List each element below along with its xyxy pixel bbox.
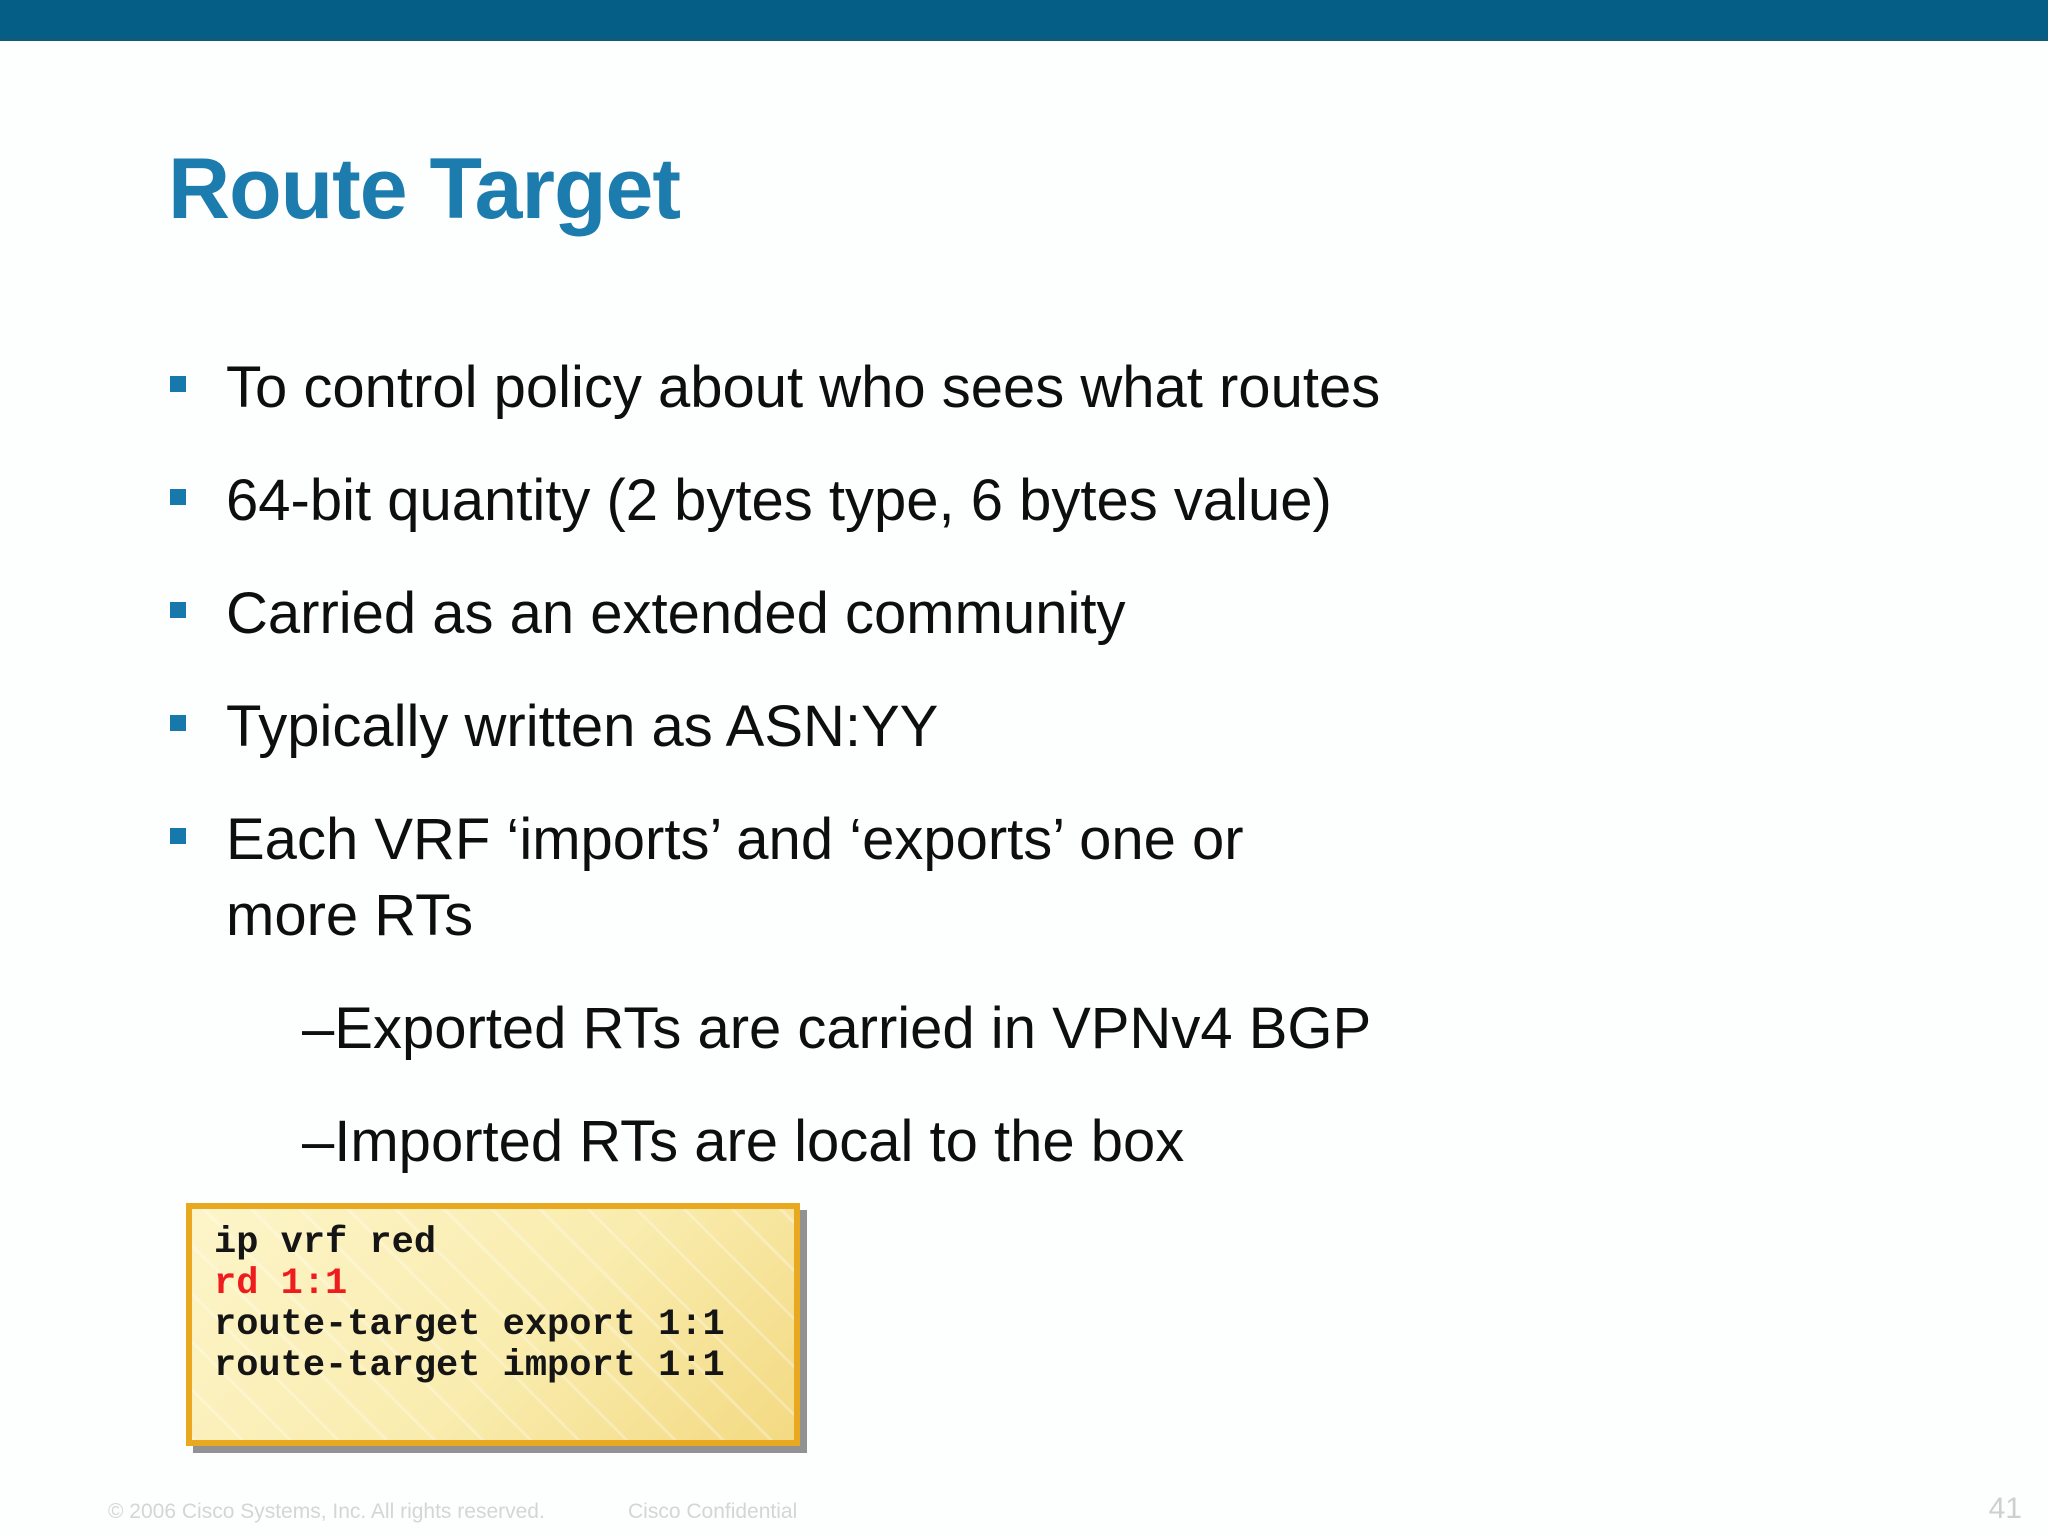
bullet-list: To control policy about who sees what ro…	[170, 350, 1670, 1217]
page-number: 41	[1988, 1492, 2022, 1525]
bullet-item: To control policy about who sees what ro…	[170, 350, 1670, 426]
bullet-item: 64-bit quantity (2 bytes type, 6 bytes v…	[170, 463, 1670, 539]
bullet-square-icon	[170, 715, 186, 731]
bullet-item: Each VRF ‘imports’ and ‘exports’ one or …	[170, 802, 1670, 954]
code-box: ip vrf red rd 1:1 route-target export 1:…	[186, 1203, 800, 1446]
footer-confidential-label: Cisco Confidential	[628, 1500, 798, 1523]
top-bar	[0, 0, 2048, 41]
bullet-square-icon	[170, 602, 186, 618]
bullet-text: Carried as an extended community	[226, 581, 1126, 646]
page-title: Route Target	[168, 141, 681, 237]
bullet-text: Typically written as ASN:YY	[226, 694, 939, 759]
code-line: ip vrf red	[214, 1222, 437, 1264]
code-line: route-target import 1:1	[214, 1345, 725, 1387]
bullet-text: To control policy about who sees what ro…	[226, 355, 1381, 420]
bullet-square-icon	[170, 489, 186, 505]
bullet-item: Carried as an extended community	[170, 576, 1670, 652]
bullet-text: Each VRF ‘imports’ and ‘exports’ one or …	[226, 807, 1244, 948]
bullet-text: 64-bit quantity (2 bytes type, 6 bytes v…	[226, 468, 1332, 533]
bullet-square-icon	[170, 376, 186, 392]
footer-copyright: © 2006 Cisco Systems, Inc. All rights re…	[108, 1500, 545, 1523]
sub-bullet-text: –Imported RTs are local to the box	[302, 1109, 1185, 1174]
bullet-item: Typically written as ASN:YY	[170, 689, 1670, 765]
code-line: route-target export 1:1	[214, 1304, 725, 1346]
bullet-square-icon	[170, 828, 186, 844]
sub-bullet-text: –Exported RTs are carried in VPNv4 BGP	[302, 996, 1372, 1061]
code-line-highlighted: rd 1:1	[214, 1263, 348, 1305]
